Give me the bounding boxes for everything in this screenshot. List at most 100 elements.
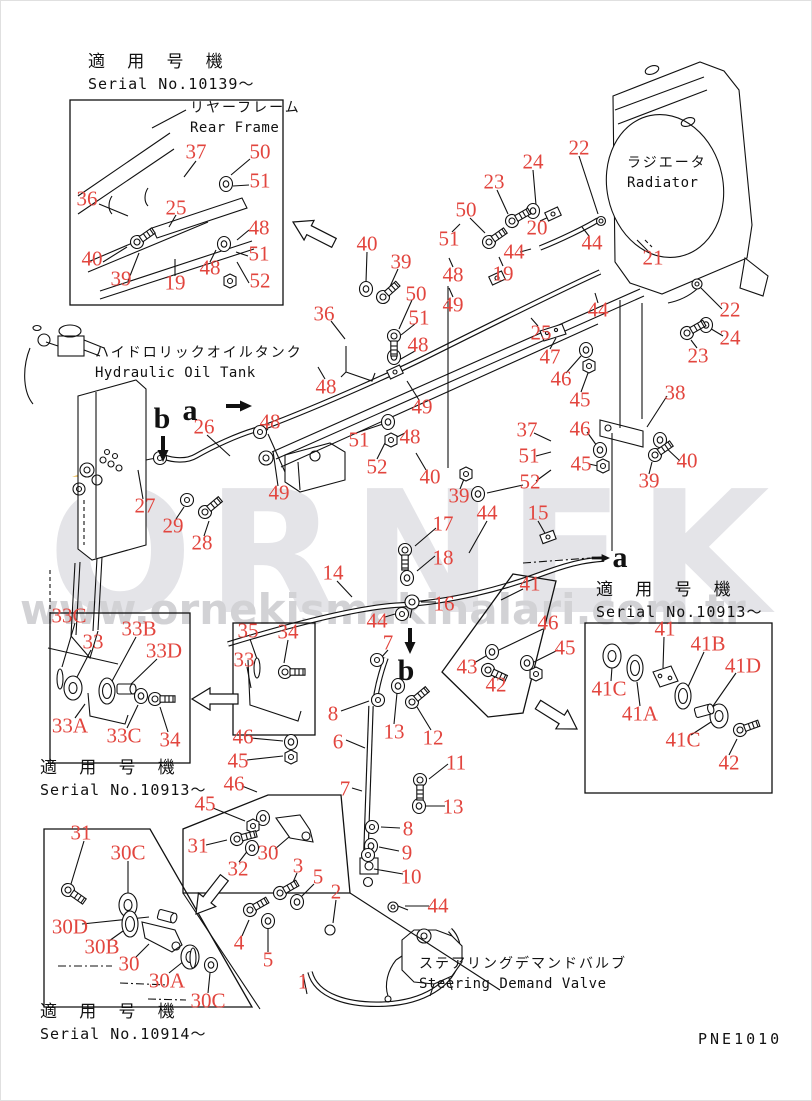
part-number-label: 11 [445, 750, 467, 775]
part-number-label: 47 [539, 344, 561, 369]
part-number-label: 49 [442, 292, 464, 317]
part-number-label: 30A [148, 968, 186, 993]
part-number-label: 30C [110, 840, 146, 865]
part-number-label: 40 [356, 231, 378, 256]
part-number-label: 36 [313, 301, 335, 326]
part-number-label: 20 [526, 215, 548, 240]
ref-letter: b [397, 654, 415, 687]
part-number-label: 7 [382, 630, 394, 655]
part-number-label: 17 [432, 511, 454, 536]
part-number-label: 43 [456, 654, 478, 679]
part-number-label: 15 [527, 500, 549, 525]
part-number-label: 48 [407, 332, 429, 357]
part-number-label: 39 [390, 249, 412, 274]
radiator-drawing [605, 61, 769, 297]
ref-letter: b [153, 402, 171, 435]
part-number-label: 48 [259, 409, 281, 434]
part-number-label: 29 [162, 513, 184, 538]
part-number-label: 51 [518, 443, 540, 468]
part-number-label: 30D [51, 914, 89, 939]
part-number-label: 39 [638, 468, 660, 493]
part-number-label: 34 [277, 619, 299, 644]
part-number-label: 44 [427, 893, 449, 918]
part-number-label: 51 [408, 305, 430, 330]
part-number-label: 51 [348, 427, 370, 452]
part-number-label: 30C [190, 988, 226, 1013]
part-number-label: 28 [191, 530, 213, 555]
part-number-label: 23 [687, 343, 709, 368]
part-number-label: 19 [164, 270, 186, 295]
part-number-label: 46 [232, 724, 254, 749]
part-number-label: 48 [315, 374, 337, 399]
part-number-label: 33C [106, 723, 142, 748]
part-number-label: 49 [268, 480, 290, 505]
part-number-label: 33C [51, 603, 87, 628]
box-parts-drawing [87, 659, 679, 953]
part-number-label: 27 [134, 493, 156, 518]
part-number-label: 9 [401, 840, 413, 865]
part-number-label: 41B [690, 631, 726, 656]
part-number-label: 44 [581, 230, 603, 255]
part-number-label: 50 [249, 139, 271, 164]
part-number-label: 41C [591, 676, 627, 701]
part-number-label: 2 [330, 879, 342, 904]
direction-arrows [156, 211, 611, 922]
part-number-label: 31 [187, 833, 209, 858]
steering-valve-drawing [384, 901, 463, 1003]
part-number-label: 21 [642, 245, 664, 270]
part-number-label: 50 [405, 281, 427, 306]
part-number-label: 33B [121, 616, 157, 641]
part-number-label: 44 [587, 297, 609, 322]
part-number-label: 10 [400, 864, 422, 889]
part-number-label: 51 [248, 241, 270, 266]
part-number-label: 48 [442, 262, 464, 287]
part-number-label: 42 [485, 672, 507, 697]
part-number-label: 12 [422, 725, 444, 750]
ref-letter: a [612, 541, 628, 574]
part-number-label: 3 [292, 853, 304, 878]
part-number-label: 45 [194, 791, 216, 816]
part-number-label: 31 [70, 820, 92, 845]
part-number-label: 19 [492, 261, 514, 286]
part-number-label: 45 [569, 387, 591, 412]
part-number-label: 52 [519, 469, 541, 494]
part-number-label: 7 [339, 776, 351, 801]
part-number-label: 44 [503, 239, 525, 264]
part-number-label: 40 [81, 246, 103, 271]
part-number-label: 30 [257, 840, 279, 865]
part-number-label: 13 [442, 794, 464, 819]
part-number-label: 44 [366, 608, 388, 633]
part-number-label: 30 [118, 951, 140, 976]
part-number-label: 46 [569, 416, 591, 441]
detail-boxes-drawing [43, 557, 773, 1010]
part-number-label: 33 [233, 647, 255, 672]
document-code: PNE1010 [698, 1030, 783, 1048]
part-number-label: 32 [227, 856, 249, 881]
part-number-label: 14 [322, 560, 344, 585]
part-number-label: 41A [621, 701, 659, 726]
part-number-label: 23 [483, 169, 505, 194]
part-number-label: 41D [724, 653, 762, 678]
part-number-label: 46 [223, 771, 245, 796]
part-number-label: 6 [332, 729, 344, 754]
part-number-label: 39 [110, 266, 132, 291]
leader-lines [61, 155, 738, 995]
part-number-label: 22 [568, 135, 590, 160]
part-number-label: 37 [516, 417, 538, 442]
watermark-url-text: www.ornekismakinalari.com.tr [20, 585, 746, 634]
part-number-label: 45 [227, 748, 249, 773]
part-number-label: 37 [185, 139, 207, 164]
part-number-label: 22 [719, 297, 741, 322]
part-number-label: 33 [82, 629, 104, 654]
part-number-label: 40 [419, 464, 441, 489]
part-number-label: 41 [519, 571, 541, 596]
